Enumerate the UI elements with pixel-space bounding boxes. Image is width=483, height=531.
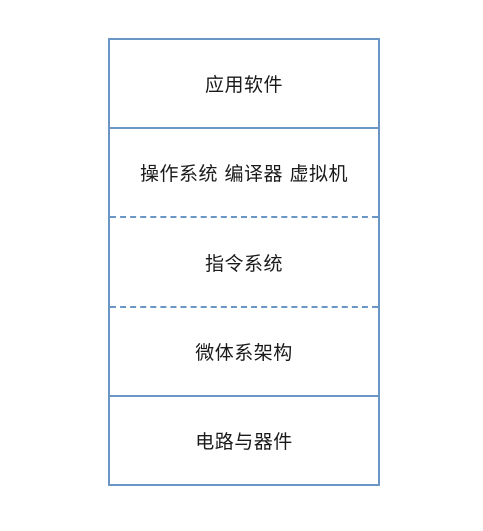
layer-label: 电路与器件	[195, 430, 293, 453]
layer-divider-dashed	[110, 216, 378, 219]
layer-os-compiler-vm: 操作系统 编译器 虚拟机	[110, 129, 378, 216]
layer-application-software: 应用软件	[110, 40, 378, 127]
layer-divider-dashed	[110, 305, 378, 308]
layer-stack-diagram: 应用软件 操作系统 编译器 虚拟机 指令系统 微体系架构 电路与器件	[108, 38, 380, 486]
layer-label: 微体系架构	[195, 341, 293, 364]
layer-label: 应用软件	[204, 74, 283, 97]
layer-instruction-set: 指令系统	[110, 218, 378, 305]
layer-circuits-devices: 电路与器件	[110, 397, 378, 484]
layer-label: 操作系统 编译器 虚拟机	[139, 163, 349, 186]
layer-divider	[110, 127, 378, 130]
layer-label: 指令系统	[204, 252, 283, 275]
layer-divider	[110, 394, 378, 397]
layer-microarchitecture: 微体系架构	[110, 308, 378, 395]
